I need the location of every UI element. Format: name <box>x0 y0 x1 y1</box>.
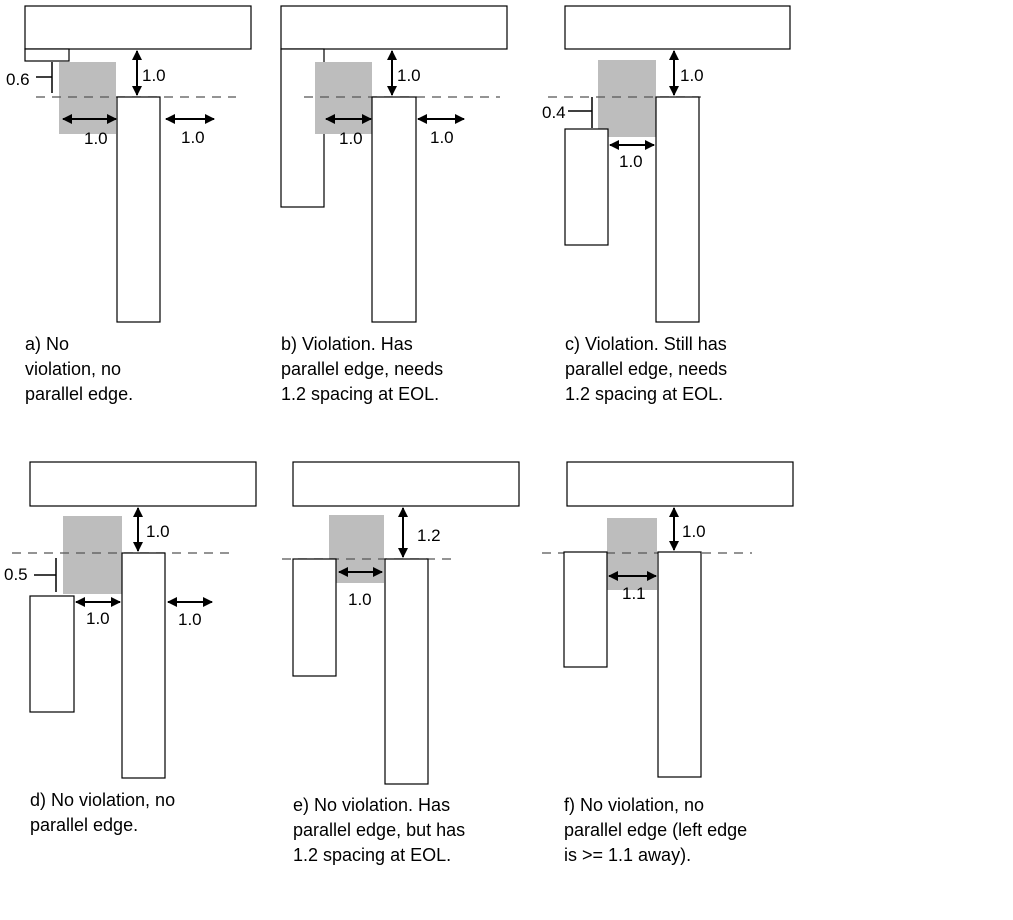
horizontal-label: 1.0 <box>619 152 643 171</box>
offset-label: 0.5 <box>4 565 28 584</box>
panel-d: 1.0 1.0 1.0 0.5 d) No violation, no para… <box>4 461 257 835</box>
left-wire <box>292 558 337 677</box>
caption-line-1: e) No violation. Has <box>293 795 450 815</box>
left-wire <box>564 128 609 246</box>
eol-wire <box>655 96 700 323</box>
small-stub <box>24 48 70 62</box>
caption-line-3: 1.2 spacing at EOL. <box>565 384 723 404</box>
eol-window <box>59 62 116 134</box>
caption-line-3: parallel edge. <box>25 384 133 404</box>
left-wire <box>563 551 608 668</box>
caption-line-3: 1.2 spacing at EOL. <box>293 845 451 865</box>
horizontal-label: 1.0 <box>84 129 108 148</box>
eol-wire <box>657 551 702 778</box>
caption-line-1: b) Violation. Has <box>281 334 413 354</box>
panel-b: 1.0 1.0 1.0 b) Violation. Has parallel e… <box>280 5 508 404</box>
offset-label: 0.6 <box>6 70 30 89</box>
caption-line-1: d) No violation, no <box>30 790 175 810</box>
caption-line-3: 1.2 spacing at EOL. <box>281 384 439 404</box>
eol-wire <box>121 552 166 779</box>
eol-wire <box>116 96 161 323</box>
vertical-label: 1.0 <box>142 66 166 85</box>
horizontal-label: 1.0 <box>339 129 363 148</box>
caption-line-1: f) No violation, no <box>564 795 704 815</box>
caption-line-2: parallel edge, needs <box>565 359 727 379</box>
vertical-label: 1.0 <box>682 522 706 541</box>
panel-f: 1.0 1.1 f) No violation, no parallel edg… <box>542 461 794 865</box>
caption-line-2: parallel edge, needs <box>281 359 443 379</box>
top-wire <box>566 461 794 507</box>
panel-a: 1.0 1.0 1.0 0.6 a) No violation, no para… <box>6 5 252 404</box>
eol-window <box>598 60 656 137</box>
horizontal-label: 1.0 <box>86 609 110 628</box>
eol-window <box>63 516 122 594</box>
eol-wire <box>371 96 417 323</box>
panel-e: 1.2 1.0 e) No violation. Has parallel ed… <box>282 461 520 865</box>
eol-window <box>315 62 372 134</box>
top-wire <box>24 5 252 50</box>
vertical-label: 1.0 <box>680 66 704 85</box>
right-label: 1.0 <box>178 610 202 629</box>
top-wire <box>564 5 791 50</box>
vertical-label: 1.0 <box>146 522 170 541</box>
vertical-label: 1.0 <box>397 66 421 85</box>
offset-label: 0.4 <box>542 103 566 122</box>
caption-line-2: parallel edge. <box>30 815 138 835</box>
horizontal-label: 1.1 <box>622 584 646 603</box>
top-wire <box>29 461 257 507</box>
caption-line-2: parallel edge (left edge <box>564 820 747 840</box>
panel-c: 1.0 1.0 0.4 c) Violation. Still has para… <box>542 5 791 404</box>
caption-line-1: c) Violation. Still has <box>565 334 727 354</box>
eol-window <box>607 518 657 590</box>
left-wire <box>29 595 75 713</box>
horizontal-label: 1.0 <box>348 590 372 609</box>
vertical-label: 1.2 <box>417 526 441 545</box>
caption-line-2: violation, no <box>25 359 121 379</box>
top-wire <box>292 461 520 507</box>
right-label: 1.0 <box>181 128 205 147</box>
caption-line-3: is >= 1.1 away). <box>564 845 691 865</box>
eol-wire <box>384 558 429 785</box>
right-label: 1.0 <box>430 128 454 147</box>
caption-line-2: parallel edge, but has <box>293 820 465 840</box>
top-wire <box>280 5 508 50</box>
caption-line-1: a) No <box>25 334 69 354</box>
